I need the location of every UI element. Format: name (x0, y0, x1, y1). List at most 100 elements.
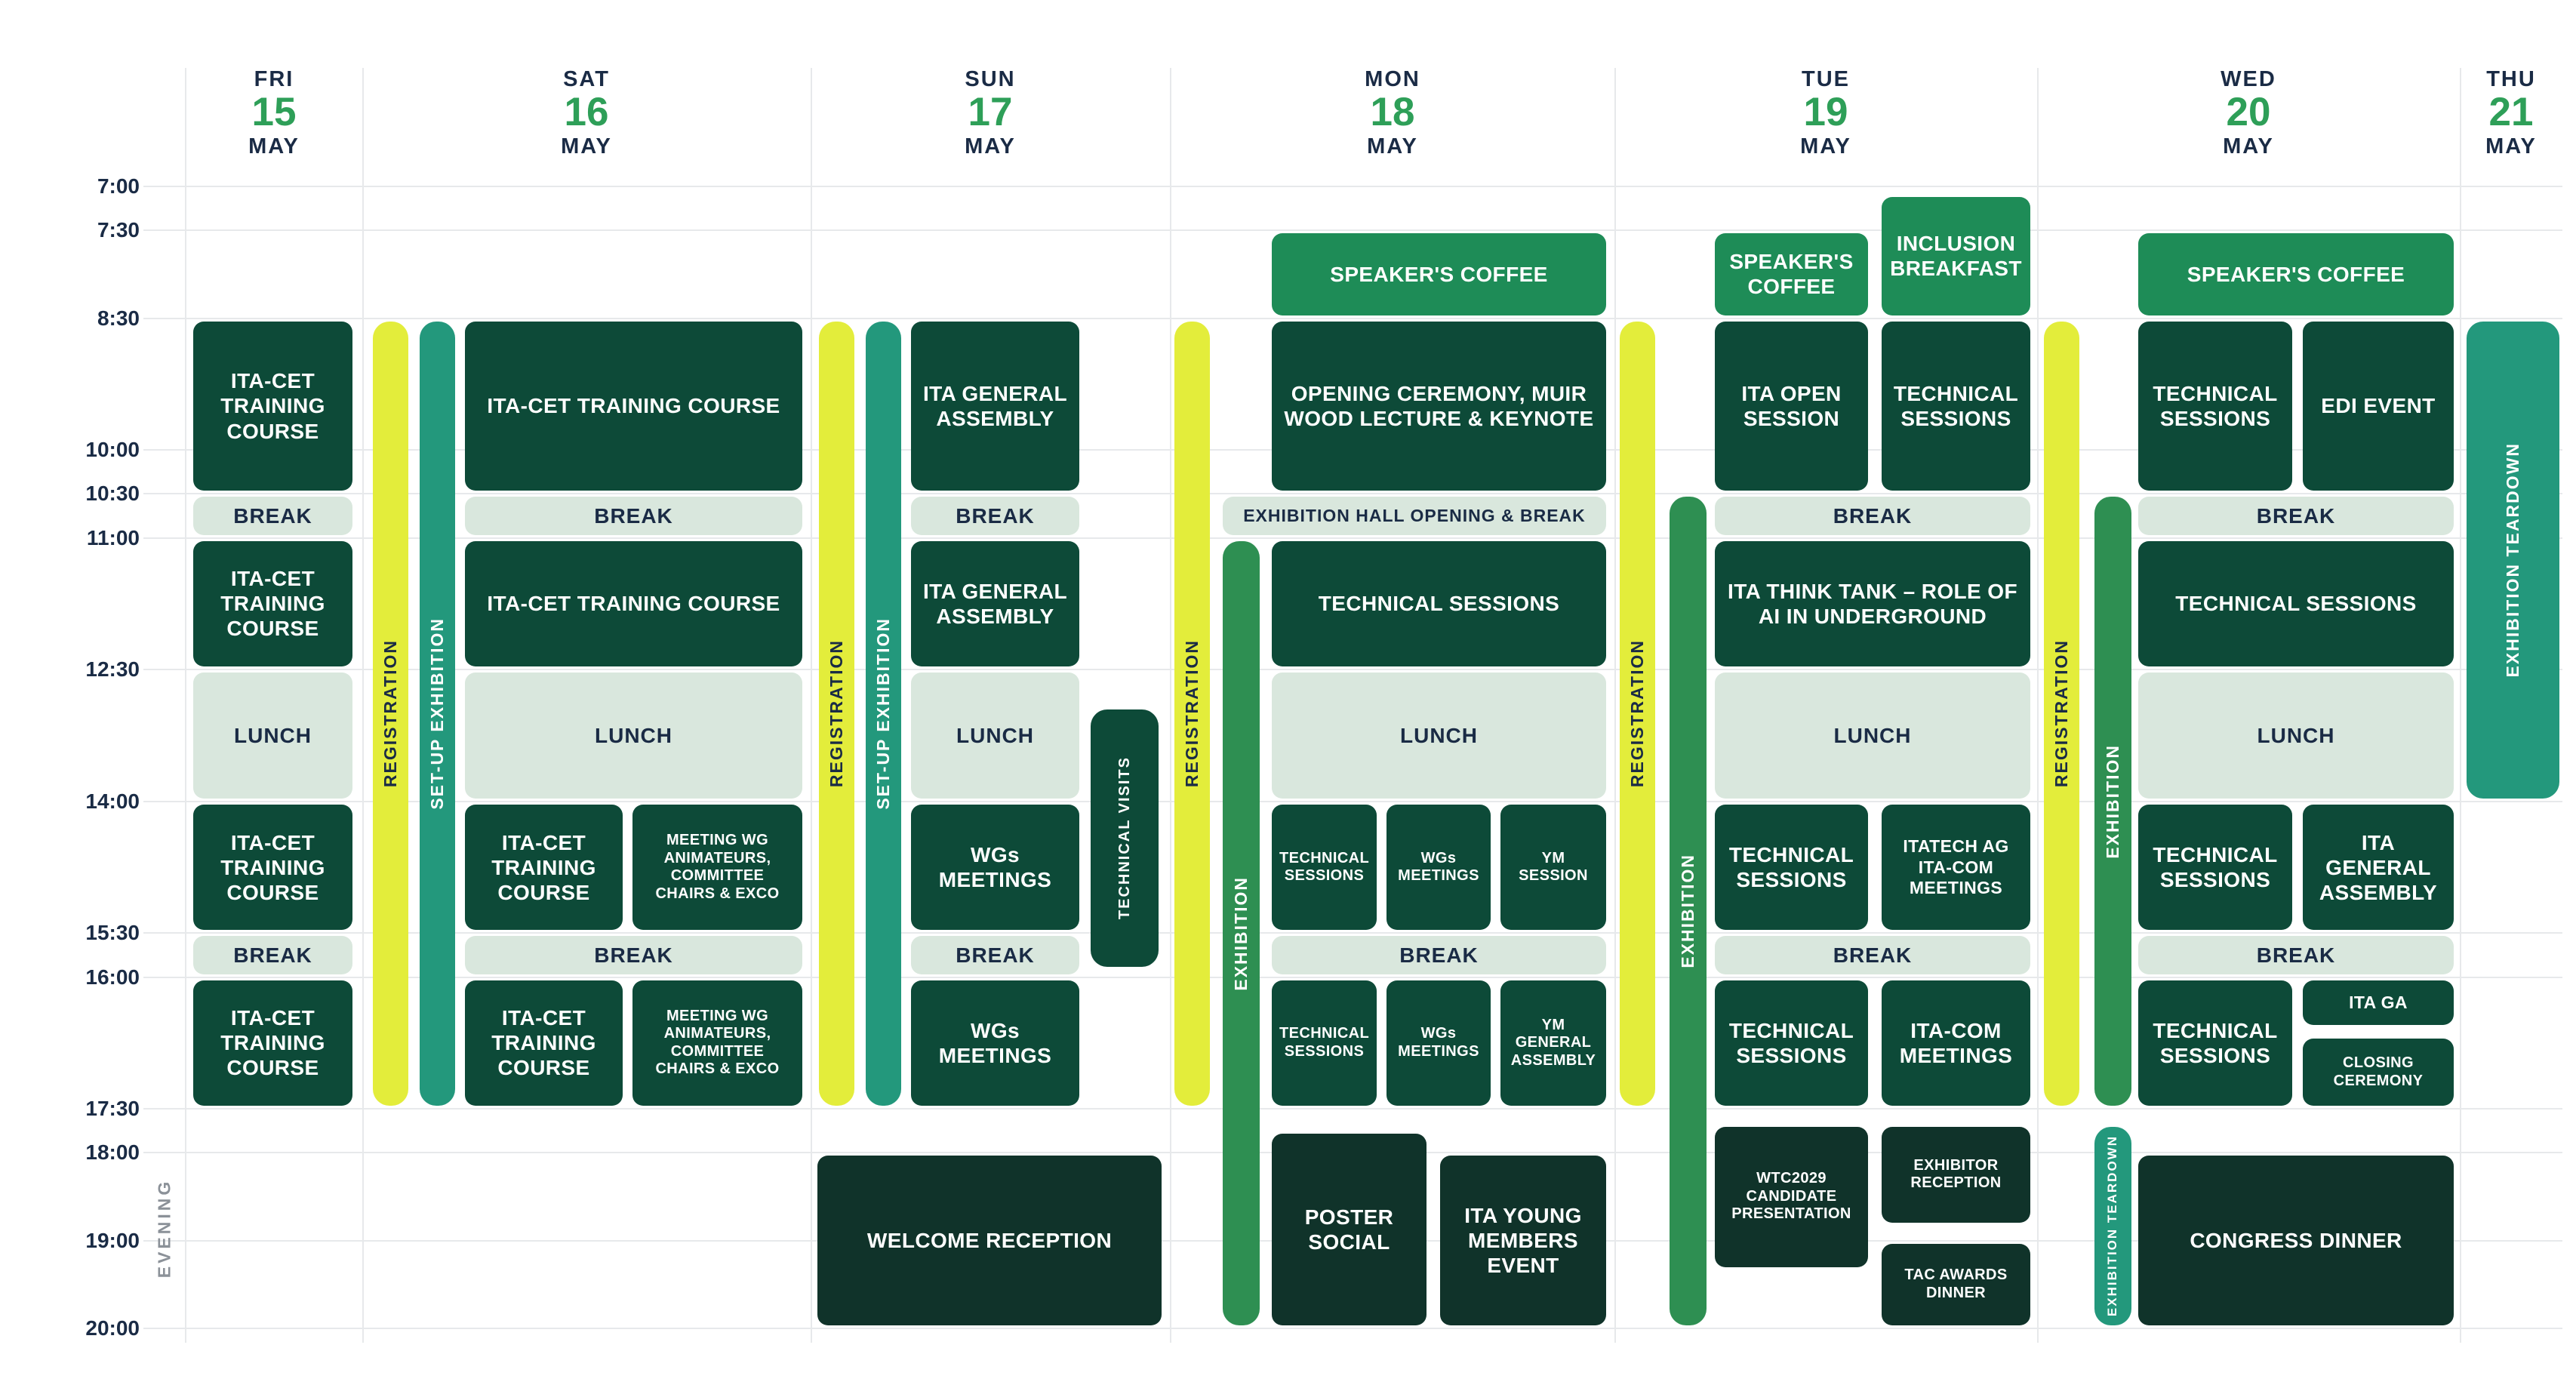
event-congress-dinner: CONGRESS DINNER (2138, 1156, 2454, 1326)
gridline-7-00 (143, 186, 2562, 187)
event-exhibition-hall-opening-break: EXHIBITION HALL OPENING & BREAK (1223, 497, 1606, 535)
time-label: 11:00 (86, 525, 140, 549)
day-abbrev: TUE (1802, 67, 1850, 91)
day-abbrev: FRI (254, 67, 294, 91)
event-exhibition: EXHIBITION (2094, 497, 2131, 1106)
event-technical-sessions: TECHNICAL SESSIONS (1715, 980, 1868, 1106)
event-technical-sessions: TECHNICAL SESSIONS (1272, 980, 1377, 1106)
day-separator (1614, 68, 1616, 1343)
event-technical-sessions: TECHNICAL SESSIONS (1272, 540, 1606, 667)
day-separator (185, 68, 186, 1343)
event-exhibition-teardown: EXHIBITION TEARDOWN (2467, 321, 2559, 799)
event-technical-sessions: TECHNICAL SESSIONS (1272, 804, 1377, 931)
event-registration: REGISTRATION (373, 321, 408, 1106)
day-number: 16 (564, 90, 609, 134)
day-month: MAY (1800, 134, 1851, 159)
event-technical-visits: TECHNICAL VISITS (1091, 709, 1159, 967)
event-ita-cet-training-course: ITA-CET TRAINING COURSE (465, 540, 802, 667)
event-ita-cet-training-course: ITA-CET TRAINING COURSE (193, 980, 352, 1106)
time-label: 10:00 (85, 438, 140, 462)
event-inclusion-breakfast: INCLUSION BREAKFAST (1882, 196, 2030, 315)
gridline-15-30 (143, 932, 2562, 934)
event-break: BREAK (911, 936, 1079, 974)
event-wgs-meetings: WGs MEETINGS (1386, 804, 1491, 931)
day-separator (362, 68, 364, 1343)
event-ita-open-session: ITA OPEN SESSION (1715, 321, 1868, 491)
gridline-17-30 (143, 1108, 2562, 1110)
event-tac-awards-dinner: TAC AWARDS DINNER (1882, 1243, 2030, 1326)
event-meeting-wg-animateurs-committee-chairs-exco: MEETING WG ANIMATEURS, COMMITTEE CHAIRS … (632, 980, 802, 1106)
event-wtc2029-candidate-presentation: WTC2029 CANDIDATE PRESENTATION (1715, 1126, 1868, 1267)
event-speaker-s-coffee: SPEAKER'S COFFEE (1715, 233, 1868, 315)
gridline-8-30 (143, 317, 2562, 319)
event-exhibition: EXHIBITION (1670, 497, 1707, 1326)
event-break: BREAK (2138, 497, 2454, 535)
day-month: MAY (561, 134, 612, 159)
event-exhibitor-reception: EXHIBITOR RECEPTION (1882, 1126, 2030, 1223)
event-ita-young-members-event: ITA YOUNG MEMBERS EVENT (1440, 1156, 1606, 1326)
gridline-11-00 (143, 537, 2562, 539)
time-label: 17:30 (85, 1097, 140, 1121)
gridline-20-00 (143, 1328, 2562, 1330)
event-edi-event: EDI EVENT (2303, 321, 2454, 491)
gridline-14-00 (143, 800, 2562, 802)
event-ita-general-assembly: ITA GENERAL ASSEMBLY (911, 540, 1079, 667)
day-number: 20 (2226, 90, 2271, 134)
event-technical-sessions: TECHNICAL SESSIONS (1715, 804, 1868, 931)
day-abbrev: WED (2221, 67, 2276, 91)
time-label: 18:00 (85, 1140, 140, 1165)
event-break: BREAK (911, 497, 1079, 535)
event-ita-cet-training-course: ITA-CET TRAINING COURSE (465, 804, 623, 931)
event-break: BREAK (465, 936, 802, 974)
event-technical-sessions: TECHNICAL SESSIONS (2138, 980, 2292, 1106)
time-label: 19:00 (85, 1228, 140, 1252)
event-opening-ceremony-muir-wood-lecture-keynote: OPENING CEREMONY, MUIR WOOD LECTURE & KE… (1272, 321, 1606, 491)
day-month: MAY (248, 134, 300, 159)
event-registration: REGISTRATION (1620, 321, 1655, 1106)
gridline-12-30 (143, 669, 2562, 671)
event-lunch: LUNCH (1715, 672, 2030, 799)
event-wgs-meetings: WGs MEETINGS (911, 980, 1079, 1106)
event-wgs-meetings: WGs MEETINGS (1386, 980, 1491, 1106)
event-registration: REGISTRATION (1174, 321, 1210, 1106)
event-ita-ga: ITA GA (2303, 980, 2454, 1026)
event-technical-sessions: TECHNICAL SESSIONS (1882, 321, 2030, 491)
time-label: 7:30 (97, 218, 140, 242)
event-ym-session: YM SESSION (1500, 804, 1606, 931)
time-label: 10:30 (85, 482, 140, 506)
day-month: MAY (2485, 134, 2537, 159)
event-ita-general-assembly: ITA GENERAL ASSEMBLY (2303, 804, 2454, 931)
event-technical-sessions: TECHNICAL SESSIONS (2138, 540, 2454, 667)
gridline-7-30 (143, 229, 2562, 232)
time-label: 14:00 (85, 789, 140, 813)
event-set-up-exhibition: SET-UP EXHIBITION (866, 321, 901, 1106)
time-label: 20:00 (85, 1316, 140, 1340)
event-technical-sessions: TECHNICAL SESSIONS (2138, 321, 2292, 491)
day-separator (2037, 68, 2039, 1343)
event-meeting-wg-animateurs-committee-chairs-exco: MEETING WG ANIMATEURS, COMMITTEE CHAIRS … (632, 804, 802, 931)
time-label: 15:30 (85, 921, 140, 945)
day-abbrev: SUN (965, 67, 1016, 91)
day-abbrev: THU (2486, 67, 2536, 91)
event-itatech-ag-ita-com-meetings: ITATECH AG ITA-COM MEETINGS (1882, 804, 2030, 931)
day-separator (811, 68, 812, 1343)
day-month: MAY (1367, 134, 1418, 159)
event-speaker-s-coffee: SPEAKER'S COFFEE (2138, 233, 2454, 315)
event-break: BREAK (1272, 936, 1606, 974)
day-separator (2460, 68, 2461, 1343)
event-break: BREAK (193, 936, 352, 974)
time-label: 7:00 (97, 174, 140, 198)
day-month: MAY (965, 134, 1016, 159)
gridline-16-00 (143, 976, 2562, 978)
event-set-up-exhibition: SET-UP EXHIBITION (420, 321, 455, 1106)
event-lunch: LUNCH (2138, 672, 2454, 799)
event-poster-social: POSTER SOCIAL (1272, 1134, 1426, 1326)
event-break: BREAK (465, 497, 802, 535)
gridline-10-30 (143, 493, 2562, 495)
time-label: 8:30 (97, 306, 140, 330)
